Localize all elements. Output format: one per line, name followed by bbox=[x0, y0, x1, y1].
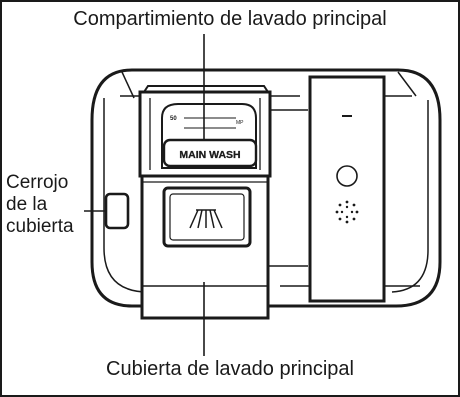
main-wash-button-label: MAIN WASH bbox=[179, 149, 240, 161]
label-cover-latch-line-2: de la bbox=[6, 194, 48, 215]
main-wash-button bbox=[162, 138, 258, 168]
housing-inner-trim bbox=[103, 98, 429, 293]
cover-latch bbox=[104, 192, 130, 230]
prewash-cup bbox=[161, 103, 257, 169]
rinse-aid-cap-icon bbox=[336, 165, 358, 187]
spray-icon bbox=[189, 209, 223, 229]
cover-release-button bbox=[162, 186, 252, 248]
label-main-wash-cover: Cubierta de lavado principal bbox=[106, 358, 354, 380]
sparkle-icon bbox=[335, 200, 359, 224]
cup-small-marking-left: 50 bbox=[170, 116, 177, 122]
housing-corner-diag-tl bbox=[121, 71, 135, 99]
compartment-rim bbox=[143, 85, 269, 93]
cup-small-marking-right: MP bbox=[236, 120, 244, 126]
dispenser-housing bbox=[90, 68, 442, 308]
label-cover-latch: Cerrojo de la cubierta bbox=[6, 172, 74, 238]
label-cover-latch-line-1: Cerrojo bbox=[6, 172, 69, 193]
label-main-wash-compartment: Compartimiento de lavado principal bbox=[73, 8, 387, 30]
housing-corner-diag-tr bbox=[397, 71, 417, 97]
label-cover-latch-line-3: cubierta bbox=[6, 216, 74, 237]
cover-release-button-inner bbox=[169, 193, 245, 241]
rinse-aid-column bbox=[308, 75, 386, 303]
